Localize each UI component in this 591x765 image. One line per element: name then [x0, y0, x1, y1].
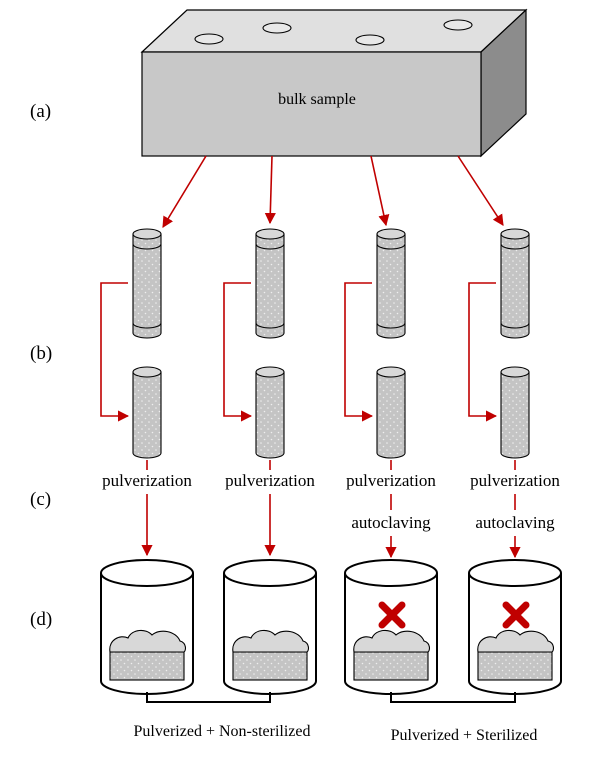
trimmed-cylinder	[255, 366, 285, 459]
jar-3	[344, 559, 438, 695]
row-label-d: (d)	[30, 609, 52, 630]
powder-sample	[232, 629, 310, 681]
trim-arrow	[468, 282, 498, 422]
step-label-pulverization: pulverization	[225, 471, 315, 490]
row-label-c: (c)	[30, 489, 51, 510]
trimmed-cylinder	[500, 366, 530, 459]
sterilized-cross-icon	[378, 601, 406, 629]
jar-1	[100, 559, 194, 695]
column-2: pulverization	[223, 228, 315, 557]
core-cylinder	[376, 228, 406, 339]
bulk-sample-label: bulk sample	[278, 91, 356, 108]
trim-arrow	[344, 282, 374, 422]
group-label-sterilized: Pulverized + Sterilized	[391, 727, 538, 744]
core-cylinder	[500, 228, 530, 339]
arrow-block-to-core-3	[370, 155, 390, 227]
step-label-pulverization: pulverization	[102, 471, 192, 490]
row-label-a: (a)	[30, 101, 51, 122]
block-top-face	[140, 9, 528, 53]
group-bracket-non-sterilized	[146, 692, 271, 703]
column-1: pulverization	[100, 228, 192, 557]
powder-sample	[477, 629, 555, 681]
group-label-non-sterilized: Pulverized + Non-sterilized	[134, 723, 311, 740]
core-hole	[194, 33, 224, 45]
core-cylinder	[255, 228, 285, 339]
trimmed-cylinder	[132, 366, 162, 459]
trimmed-cylinder	[376, 366, 406, 459]
column-4: pulverization autoclaving	[468, 228, 560, 559]
column-3: pulverization autoclaving	[344, 228, 436, 559]
core-cylinder	[132, 228, 162, 339]
block-to-core-arrows	[162, 155, 504, 228]
jar-4	[468, 559, 562, 695]
arrow-block-to-core-4	[457, 155, 504, 226]
step-label-autoclaving: autoclaving	[475, 513, 555, 532]
group-bracket-sterilized	[390, 692, 516, 703]
core-hole	[355, 34, 385, 46]
step-label-pulverization: pulverization	[346, 471, 436, 490]
sterilized-cross-icon	[502, 601, 530, 629]
row-label-b: (b)	[30, 343, 52, 364]
powder-sample	[353, 629, 431, 681]
core-hole	[262, 22, 292, 34]
arrow-block-to-core-2	[264, 155, 276, 225]
arrow-block-to-core-1	[162, 155, 207, 228]
jar-2	[223, 559, 317, 695]
block-front-face	[141, 51, 482, 157]
trim-arrow	[223, 282, 253, 422]
step-label-autoclaving: autoclaving	[351, 513, 431, 532]
powder-sample	[109, 629, 187, 681]
trim-arrow	[100, 282, 130, 422]
bulk-sample-block: bulk sample	[140, 8, 528, 158]
core-hole	[443, 19, 473, 31]
step-label-pulverization: pulverization	[470, 471, 560, 490]
